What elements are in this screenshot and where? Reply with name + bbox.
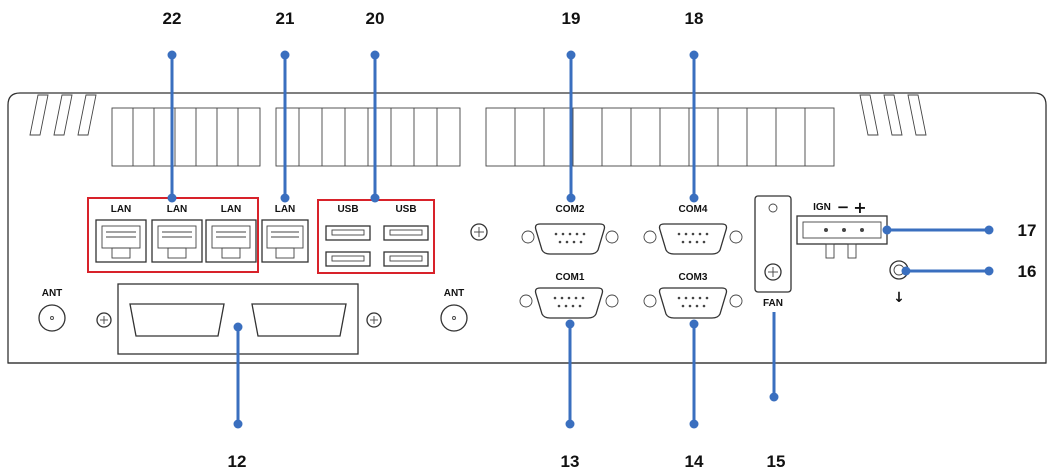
screw-icon [764, 263, 782, 281]
usb-port-3[interactable] [325, 251, 371, 267]
usb-port-group [317, 199, 435, 274]
plus-symbol: + [853, 198, 866, 217]
antenna-label-right: ANT [444, 288, 465, 299]
lan-port-group [87, 197, 309, 273]
fan-module[interactable] [754, 195, 792, 293]
antenna-right[interactable] [440, 304, 468, 332]
screw-icon [470, 223, 488, 241]
lan-port-4[interactable] [261, 219, 309, 263]
lan-label-4: LAN [275, 204, 296, 215]
ign-label: IGN [813, 202, 831, 213]
callout-18: 18 [685, 9, 704, 28]
usb-label-2: USB [395, 204, 416, 215]
power-terminal-block[interactable] [796, 215, 888, 259]
fan-label: FAN [763, 298, 783, 309]
lan-label-3: LAN [221, 204, 242, 215]
screw-icon [366, 312, 382, 328]
usb-highlight-box [317, 199, 435, 274]
antenna-label-left: ANT [42, 288, 63, 299]
callout-20: 20 [366, 9, 385, 28]
com2-port[interactable] [521, 223, 619, 255]
ground-symbol: ↓ [893, 290, 905, 306]
callout-17: 17 [1018, 221, 1037, 240]
com3-port[interactable] [643, 287, 743, 319]
expansion-bracket [96, 283, 382, 355]
com3-label: COM3 [679, 272, 708, 283]
callout-16: 16 [1018, 262, 1037, 281]
lan-port-2[interactable] [151, 219, 203, 263]
callout-14: 14 [685, 452, 704, 471]
usb-label-1: USB [337, 204, 358, 215]
leader-lines [167, 50, 994, 429]
com1-port[interactable] [519, 287, 619, 319]
lan-label-2: LAN [167, 204, 188, 215]
vent-right [485, 107, 835, 167]
port-labels: LAN LAN LAN LAN USB USB COM2 COM4 COM1 C… [42, 198, 905, 309]
vent-left [111, 107, 261, 167]
minus-symbol: − [837, 198, 850, 216]
com1-label: COM1 [556, 272, 585, 283]
lan-port-3[interactable] [205, 219, 257, 263]
callout-12: 12 [228, 452, 247, 471]
callout-numbers: 22 21 20 19 18 17 16 12 13 14 15 [163, 9, 1037, 471]
chassis [7, 92, 1047, 364]
lan-label-1: LAN [111, 204, 132, 215]
callout-15: 15 [767, 452, 786, 471]
antenna-left[interactable] [38, 304, 66, 332]
callout-19: 19 [562, 9, 581, 28]
lan-port-1[interactable] [95, 219, 147, 263]
usb-port-4[interactable] [383, 251, 429, 267]
com4-port[interactable] [643, 223, 743, 255]
usb-port-1[interactable] [325, 225, 371, 241]
vent-middle [275, 107, 461, 167]
com4-label: COM4 [679, 204, 708, 215]
com2-label: COM2 [556, 204, 585, 215]
callout-13: 13 [561, 452, 580, 471]
usb-port-2[interactable] [383, 225, 429, 241]
callout-22: 22 [163, 9, 182, 28]
callout-21: 21 [276, 9, 295, 28]
screw-icon [96, 312, 112, 328]
